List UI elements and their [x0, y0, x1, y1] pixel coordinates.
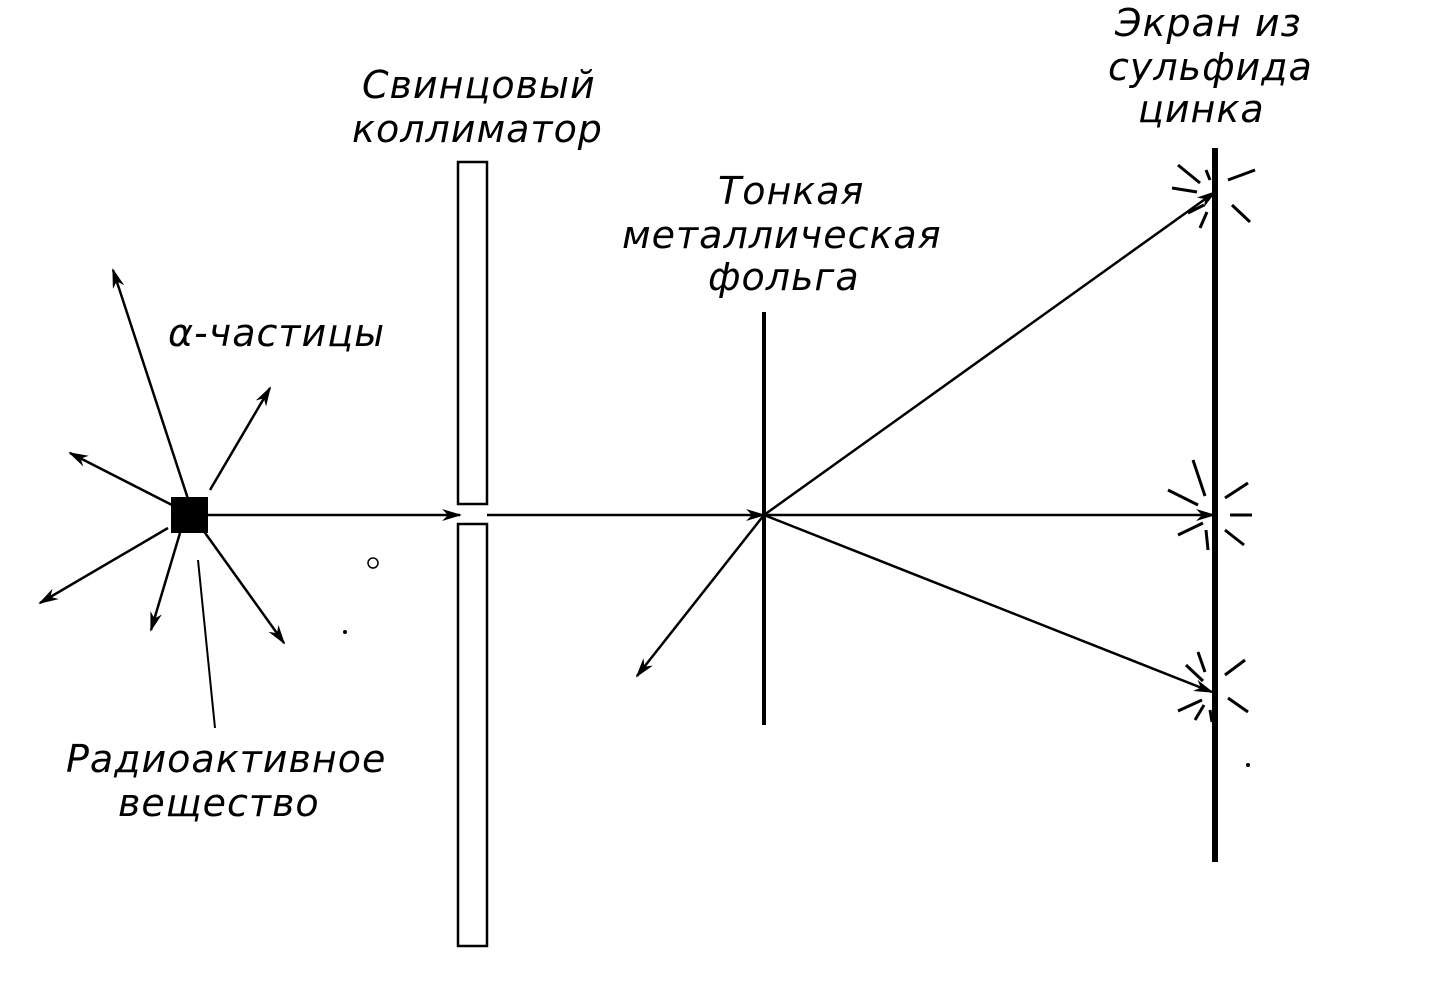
scintillation-flash-top [1171, 163, 1256, 229]
alpha-ray-lower-left [38, 526, 169, 605]
backscattered-ray [635, 514, 765, 678]
radioactive-source [171, 497, 208, 533]
source-leader-line [197, 559, 216, 729]
collimator-label: Свинцовый коллиматор [352, 63, 603, 151]
foil-label: Тонкая металлическая фольга [622, 169, 942, 299]
scintillation-flash-bottom [1177, 651, 1249, 723]
alpha-ray-left [68, 451, 173, 507]
source-label-line1: Радиоактивное [66, 737, 386, 781]
screen-label-line2: сульфида [1108, 45, 1313, 89]
alpha-ray-lower-right [201, 529, 286, 645]
alpha-particles-label: α-частицы [168, 311, 385, 355]
alpha-ray-down [149, 532, 182, 632]
screen-label-line1: Экран из [1114, 1, 1302, 45]
collimator-upper-bar [456, 160, 489, 506]
source-emission-arrows [38, 268, 286, 645]
stray-dot [343, 630, 347, 634]
stray-circle-mark [367, 557, 379, 569]
collimator-label-line2: коллиматор [352, 107, 603, 151]
screen-label: Экран из сульфида цинка [1108, 1, 1313, 131]
collimator-lower-bar [456, 522, 489, 948]
stray-dot [1246, 763, 1250, 767]
source-label-line2: вещество [118, 781, 320, 825]
foil-label-line2: металлическая [622, 213, 942, 257]
alpha-ray-up [111, 268, 192, 506]
scintillation-flash-middle [1167, 459, 1252, 551]
source-label: Радиоактивное вещество [66, 737, 386, 825]
scattered-ray-up [763, 190, 1217, 517]
collimator-label-line1: Свинцовый [362, 63, 596, 107]
foil-label-line3: фольга [708, 255, 860, 299]
screen-label-line3: цинка [1138, 87, 1265, 131]
foil-label-line1: Тонкая [718, 169, 864, 213]
scattered-ray-down [763, 513, 1214, 694]
alpha-ray-upper-right [208, 386, 272, 491]
